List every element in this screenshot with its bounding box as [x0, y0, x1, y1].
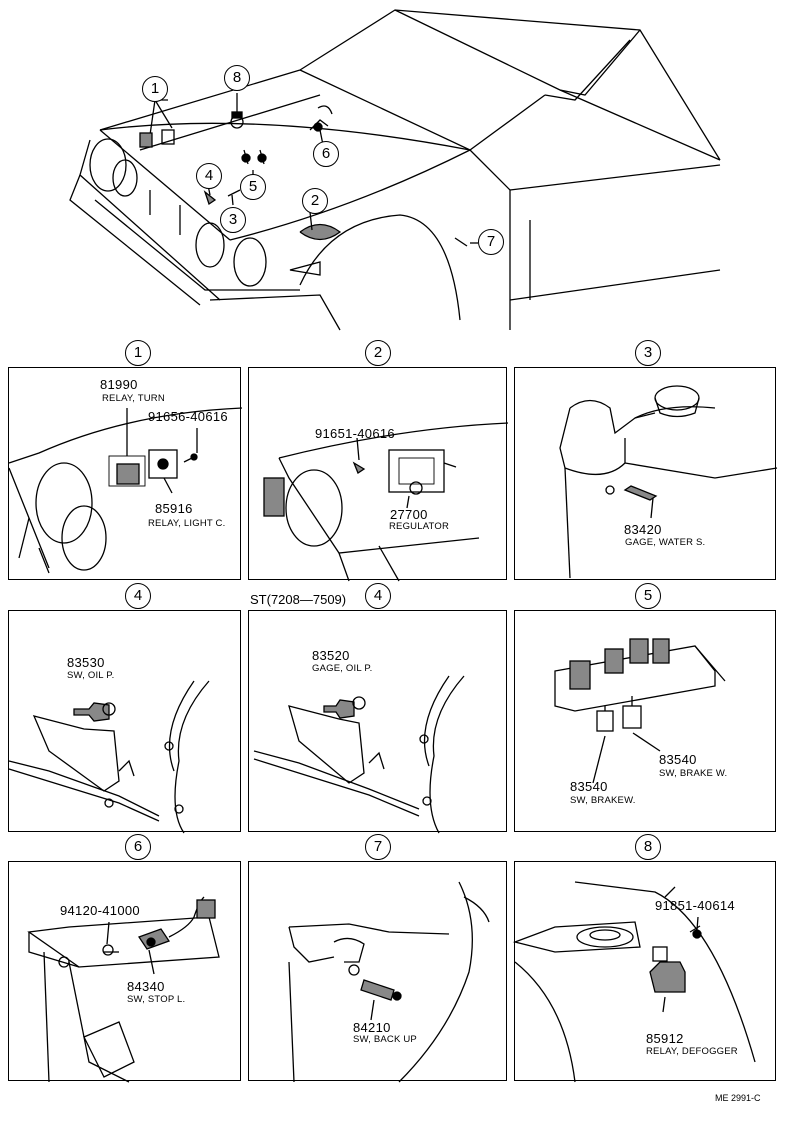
panel-4a-marker: 4 [125, 583, 151, 609]
overview-callout-2: 2 [302, 188, 328, 214]
panel-5-marker: 5 [635, 583, 661, 609]
panel-1-drawing [8, 407, 243, 574]
part-desc-gage-water-s: GAGE, WATER S. [625, 537, 706, 548]
part-desc-sw-brake-w-right: SW, BRAKE W. [659, 768, 728, 779]
part-number-91651-40616: 91651-40616 [315, 426, 395, 441]
part-desc-sw-stop-l: SW, STOP L. [127, 994, 186, 1005]
overview-illustration: 1 8 6 4 5 2 3 7 [0, 0, 792, 345]
overview-callout-5: 5 [240, 174, 266, 200]
panel-4b: 83520 GAGE, OIL P. [248, 610, 507, 834]
part-number-91656-40616: 91656-40616 [148, 409, 228, 424]
part-desc-gage-oil-p: GAGE, OIL P. [312, 663, 373, 674]
panel-4a-drawing [8, 680, 210, 834]
panel-3: 83420 GAGE, WATER S. [514, 367, 778, 580]
part-number-83530: 83530 [67, 655, 105, 670]
part-desc-sw-oil-p: SW, OIL P. [67, 670, 115, 681]
part-number-83540-right: 83540 [659, 752, 697, 767]
panel-2-marker: 2 [365, 340, 391, 366]
panel-4a: 83530 SW, OIL P. [8, 610, 241, 834]
panel-7-marker: 7 [365, 834, 391, 860]
part-desc-regulator: REGULATOR [389, 521, 450, 532]
part-number-85916: 85916 [155, 501, 193, 516]
overview-callout-7: 7 [478, 229, 504, 255]
overview-callout-3: 3 [220, 207, 246, 233]
overview-callout-1: 1 [142, 76, 168, 102]
panel-4b-note: ST(7208—7509) [250, 592, 347, 607]
panel-6: 94120-41000 84340 SW, STOP L. [8, 861, 241, 1083]
panel-4b-marker: 4 [365, 583, 391, 609]
part-number-83520: 83520 [312, 648, 350, 663]
part-number-81990: 81990 [100, 377, 138, 392]
panel-8-marker: 8 [635, 834, 661, 860]
part-number-94120-41000: 94120-41000 [60, 903, 140, 918]
overview-callout-8: 8 [224, 65, 250, 91]
panel-7: 84210 SW, BACK UP [248, 861, 507, 1083]
car-front-drawing [69, 9, 721, 331]
overview-callout-4: 4 [196, 163, 222, 189]
panel-1: 81990 RELAY, TURN 91656-40616 85916 RELA… [8, 367, 243, 580]
part-desc-relay-defogger: RELAY, DEFOGGER [646, 1046, 738, 1057]
part-desc-sw-back-up: SW, BACK UP [353, 1034, 417, 1045]
overview-callout-6: 6 [313, 141, 339, 167]
panel-8: 91851-40614 85912 RELAY, DEFOGGER [512, 861, 776, 1083]
part-number-91851-40614: 91851-40614 [655, 898, 735, 913]
panel-6-marker: 6 [125, 834, 151, 860]
part-number-84340: 84340 [127, 979, 165, 994]
part-number-83540-left: 83540 [570, 779, 608, 794]
part-number-85912: 85912 [646, 1031, 684, 1046]
panel-1-marker: 1 [125, 340, 151, 366]
drawing-code: ME 2991-C [715, 1093, 761, 1103]
part-desc-relay-turn: RELAY, TURN [102, 393, 165, 404]
panel-7-drawing [288, 881, 490, 1083]
part-desc-relay-light-c: RELAY, LIGHT C. [148, 518, 226, 529]
panel-4b-drawing [253, 675, 465, 834]
panel-3-marker: 3 [635, 340, 661, 366]
part-number-27700: 27700 [390, 507, 428, 522]
panel-3-drawing [559, 385, 778, 579]
panel-5: 83540 SW, BRAKE W. 83540 SW, BRAKEW. [514, 610, 776, 832]
panel-5-drawing [554, 638, 726, 784]
part-desc-sw-brakew-left: SW, BRAKEW. [570, 795, 636, 806]
part-number-84210: 84210 [353, 1020, 391, 1035]
panel-6-drawing [27, 896, 220, 1083]
panel-2: 91651-40616 27700 REGULATOR [248, 367, 509, 582]
part-number-83420: 83420 [624, 522, 662, 537]
panel-8-drawing [512, 881, 756, 1083]
panel-2-drawing [263, 422, 509, 582]
